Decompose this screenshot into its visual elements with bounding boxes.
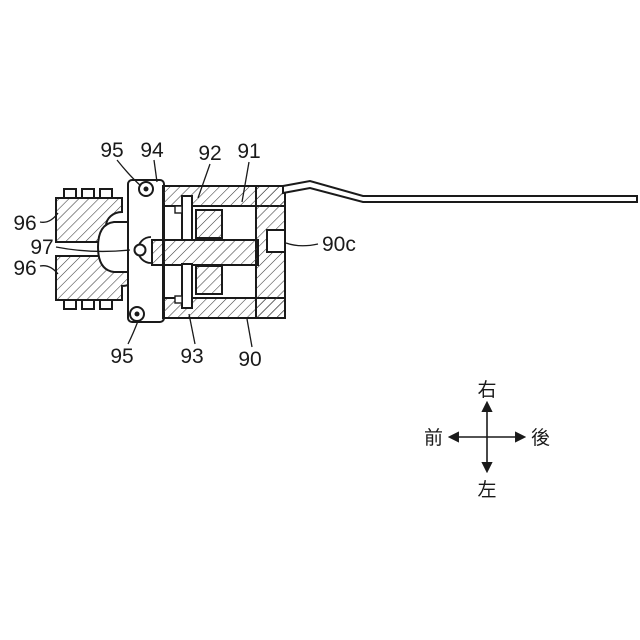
label-96-lower: 96 bbox=[13, 257, 36, 280]
leader-94 bbox=[153, 159, 158, 183]
clip-pin bbox=[133, 243, 147, 257]
label-96-upper: 96 bbox=[13, 212, 36, 235]
label-94: 94 bbox=[140, 139, 164, 162]
leader-96-upper bbox=[39, 212, 59, 223]
compass-label-down: 左 bbox=[477, 479, 496, 501]
leader-95-upper bbox=[116, 159, 142, 187]
leader-96-lower bbox=[39, 265, 59, 275]
spring-clip bbox=[133, 236, 152, 264]
leader-91 bbox=[241, 161, 250, 203]
reference-labels: 95 94 92 91 96 97 96 90c 95 93 90 bbox=[13, 139, 356, 371]
strip-92 bbox=[181, 195, 193, 241]
leader-93 bbox=[188, 313, 196, 345]
compass-label-left: 前 bbox=[424, 427, 443, 449]
label-97: 97 bbox=[30, 236, 53, 259]
main-housing bbox=[151, 185, 286, 319]
lower-jaw-tooth bbox=[81, 299, 95, 310]
upper-jaw-tooth bbox=[63, 188, 77, 199]
label-90c: 90c bbox=[322, 233, 356, 256]
leader-97 bbox=[55, 246, 131, 253]
label-91: 91 bbox=[237, 140, 260, 163]
gripped-tip bbox=[96, 221, 134, 273]
strip-93-tab bbox=[174, 295, 183, 304]
compass-label-right: 後 bbox=[531, 427, 550, 449]
orientation-compass: 右 左 前 後 bbox=[424, 379, 550, 501]
lower-jaw-tooth bbox=[99, 299, 113, 310]
leader-92 bbox=[197, 163, 211, 199]
leader-90c bbox=[285, 242, 319, 247]
label-92: 92 bbox=[198, 142, 221, 165]
strip-92-tab bbox=[174, 205, 183, 214]
notch-90c bbox=[266, 229, 286, 253]
lower-jaw-tooth bbox=[63, 299, 77, 310]
label-95-lower: 95 bbox=[110, 345, 133, 368]
label-95-upper: 95 bbox=[100, 139, 123, 162]
housing-inner-block-top bbox=[195, 209, 223, 239]
upper-jaw-tooth bbox=[81, 188, 95, 199]
upper-jaw-tooth bbox=[99, 188, 113, 199]
label-90: 90 bbox=[238, 348, 261, 371]
leader-90 bbox=[246, 318, 253, 348]
compass-label-up: 右 bbox=[477, 379, 496, 401]
housing-inner-block-bottom bbox=[195, 265, 223, 295]
housing-center-rib bbox=[151, 239, 259, 266]
label-93: 93 bbox=[180, 345, 203, 368]
leader-lines bbox=[39, 159, 319, 348]
leader-95-lower bbox=[127, 320, 139, 345]
lever-arm bbox=[282, 179, 638, 203]
strip-93 bbox=[181, 263, 193, 309]
